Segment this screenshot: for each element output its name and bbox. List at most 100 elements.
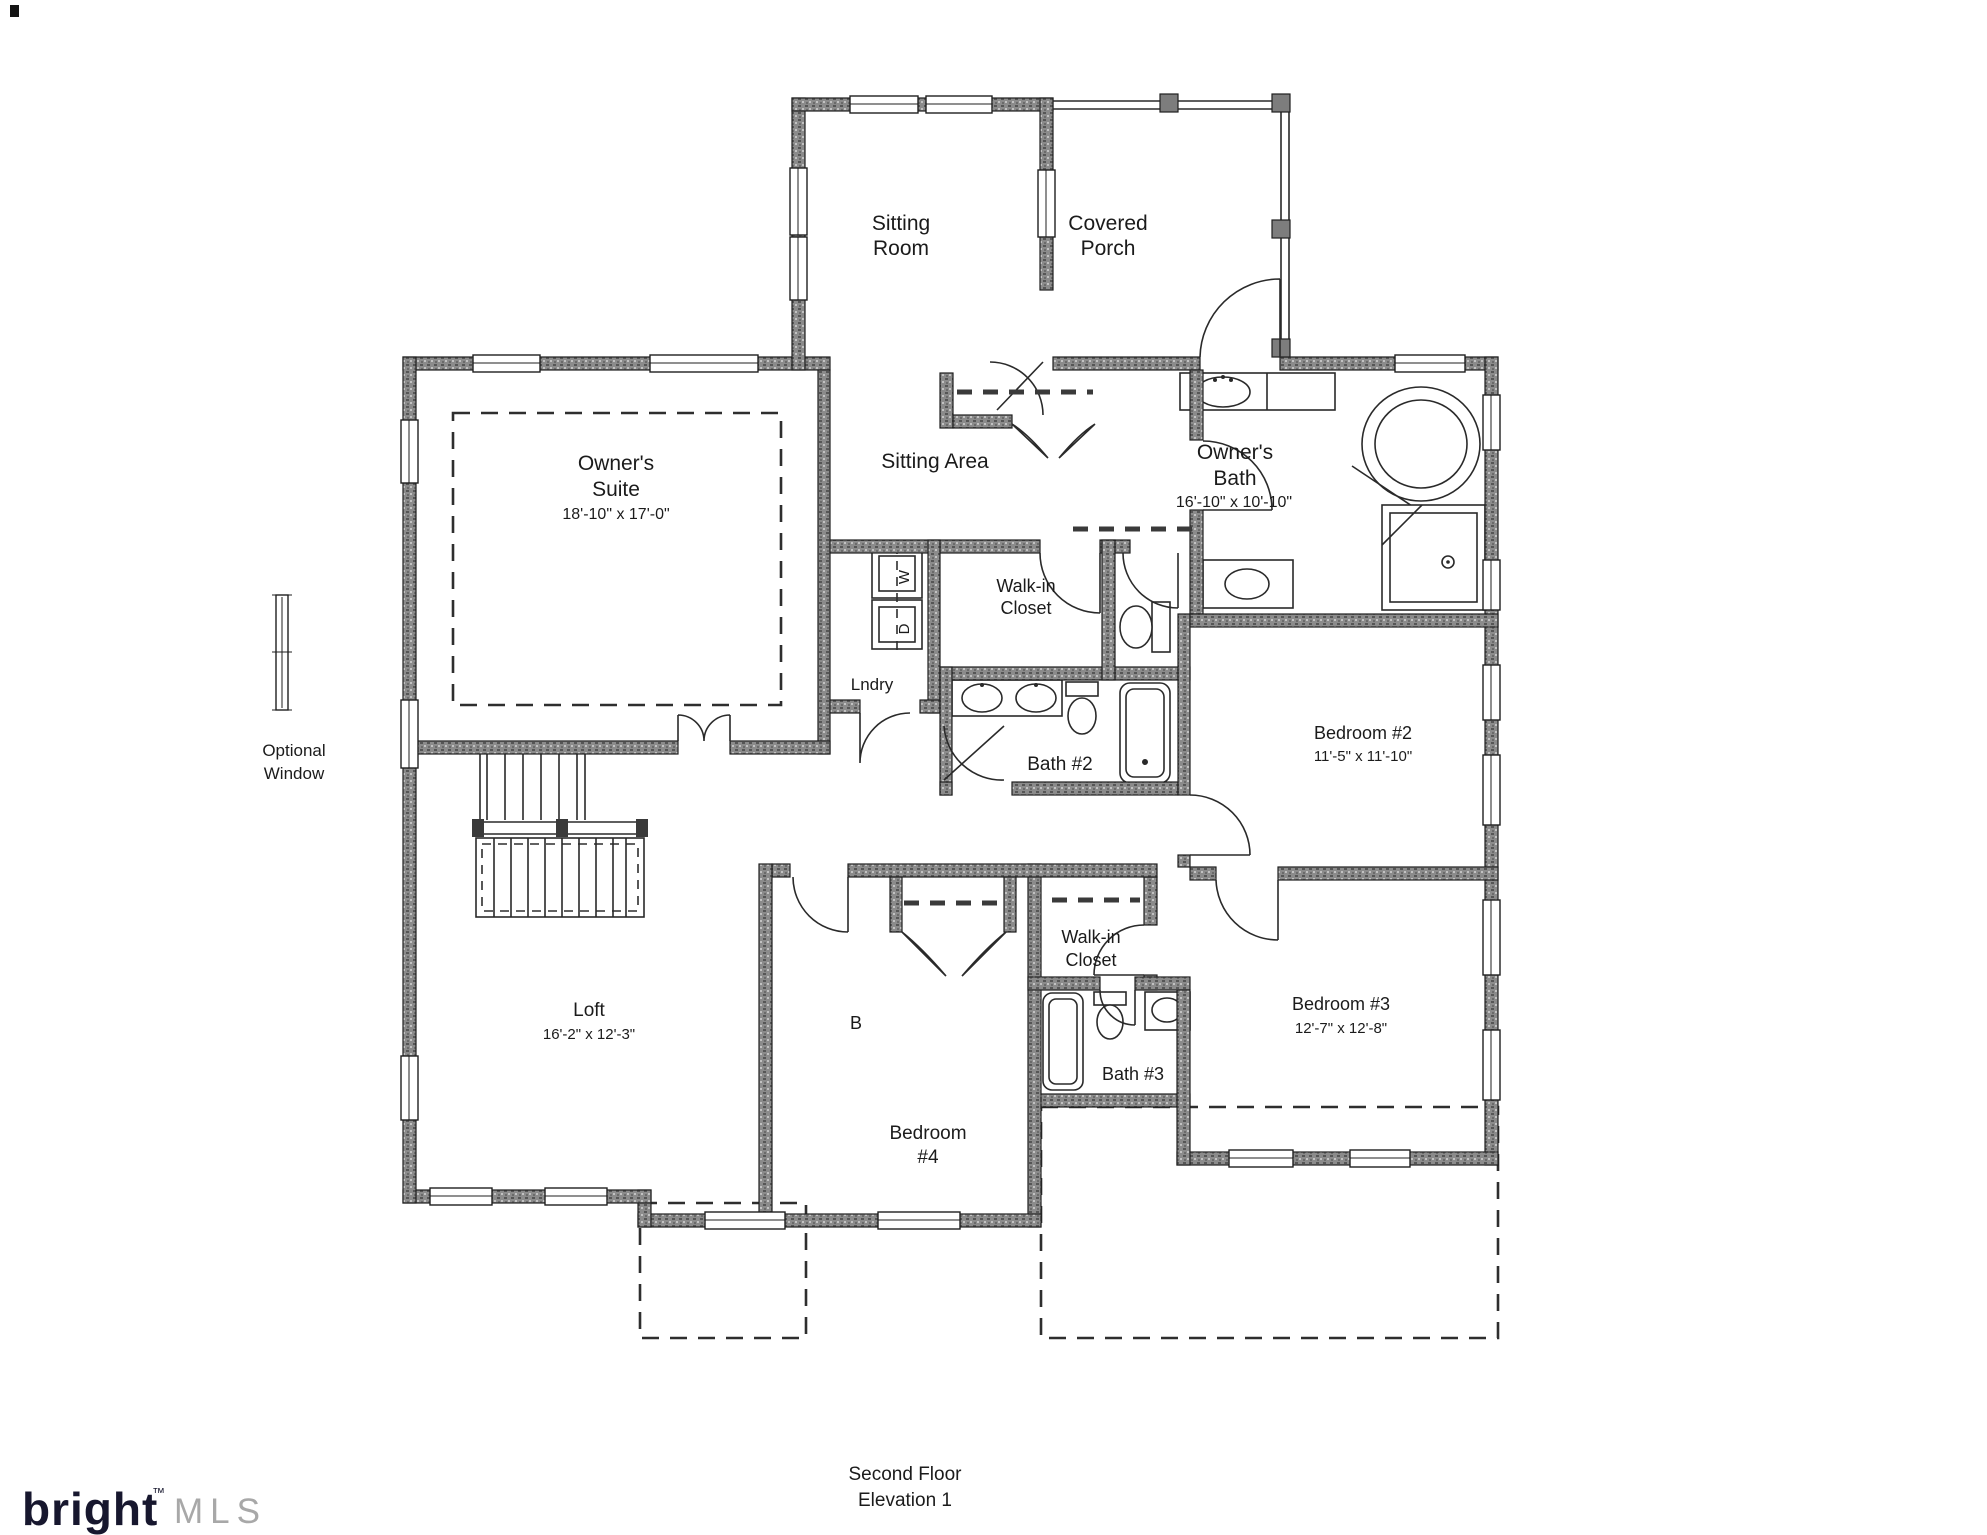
room-dims-bedroom-3: 12'-7" x 12'-8"	[1295, 1020, 1387, 1037]
room-dims-bedroom-2: 11'-5" x 11'-10"	[1314, 748, 1412, 765]
footer-subtitle: Elevation 1	[858, 1490, 952, 1511]
window	[400, 1055, 419, 1121]
door-arc	[989, 361, 1044, 416]
porch-railing	[1053, 93, 1291, 358]
window	[1482, 754, 1501, 826]
door-arc	[792, 876, 849, 933]
owners-bath-vanity	[1179, 372, 1336, 411]
garden-tub	[1351, 386, 1481, 515]
window	[400, 699, 419, 769]
logo-suffix-text: MLS	[174, 1492, 267, 1531]
door-arc	[1215, 879, 1279, 941]
porch-post	[1271, 338, 1291, 358]
room-label-bedroom-3: Bedroom #3	[1292, 994, 1390, 1014]
window	[1482, 559, 1501, 611]
door-arc	[1199, 278, 1281, 358]
door-arc	[1202, 440, 1273, 511]
room-label-owners-suite: Owner's	[578, 452, 654, 475]
room-label-loft: Loft	[573, 1000, 605, 1021]
washer-label: W	[896, 569, 913, 584]
door-arc	[1189, 794, 1251, 856]
optional-window-symbol	[272, 594, 292, 711]
window	[1482, 899, 1501, 976]
room-label-walk-in-closet-1: Walk-in	[996, 576, 1055, 596]
room-label-covered-porch: Covered	[1068, 212, 1147, 235]
owners-bath-vanity-2	[1202, 559, 1294, 609]
room-label-bedroom-2: Bedroom #2	[1314, 723, 1412, 743]
annotation-optional-window: Optional	[262, 741, 325, 760]
door-arc	[677, 714, 731, 742]
window	[704, 1211, 786, 1230]
room-label-owners-bath: Owner's	[1197, 441, 1273, 464]
walls	[402, 97, 1499, 1228]
room-label-bedroom-4: Bedroom	[889, 1123, 966, 1144]
logo-tm-mark: ™	[152, 1485, 165, 1500]
window	[789, 236, 808, 301]
room-label-bath-3: Bath #3	[1102, 1064, 1164, 1084]
window	[544, 1187, 608, 1206]
annotation-b: B	[850, 1013, 862, 1033]
shower	[1381, 504, 1486, 611]
room-label-walk-in-closet-2: Walk-in	[1061, 927, 1120, 947]
door-arc	[901, 931, 1007, 977]
porch-post	[1159, 93, 1179, 113]
bath2-vanity	[951, 679, 1063, 717]
room-label-covered-porch: Porch	[1081, 237, 1136, 260]
doors	[677, 278, 1281, 1026]
bathtub-bath3	[1042, 992, 1084, 1091]
room-label-sitting-area: Sitting Area	[881, 450, 989, 473]
toilet-bath2	[1065, 681, 1099, 735]
window	[1228, 1149, 1294, 1168]
room-label-bedroom-4: #4	[917, 1147, 939, 1168]
room-label-owners-suite: Suite	[592, 478, 640, 501]
tray-ceiling-dashed	[451, 411, 783, 707]
room-label-bath-2: Bath #2	[1027, 754, 1093, 775]
bright-mls-logo: bright ™ MLS	[22, 1483, 267, 1535]
window	[1037, 169, 1056, 238]
window	[429, 1187, 493, 1206]
closet-shelves-dashed	[904, 389, 1195, 906]
door-arc	[859, 712, 911, 764]
room-label-owners-bath: Bath	[1213, 467, 1256, 490]
room-dims-loft: 16'-2" x 12'-3"	[543, 1026, 635, 1043]
window	[1482, 394, 1501, 451]
porch-post	[1271, 93, 1291, 113]
door-arc	[1099, 989, 1136, 1026]
logo-brand-text: bright	[22, 1483, 158, 1535]
door-arc	[943, 725, 1005, 781]
dryer-label: D	[896, 623, 913, 634]
door-arc	[1093, 924, 1145, 976]
window	[789, 167, 808, 236]
window	[849, 95, 919, 114]
door-arc	[1122, 552, 1179, 609]
window	[1394, 354, 1466, 373]
room-dims-owners-suite: 18'-10" x 17'-0"	[562, 506, 669, 523]
porch-post	[1271, 219, 1291, 239]
window	[400, 419, 419, 484]
bathtub-bath2	[1119, 682, 1171, 784]
room-label-laundry: Lndry	[851, 675, 894, 694]
window	[1482, 664, 1501, 721]
scan-artifact	[10, 5, 19, 17]
footer-title: Second Floor	[848, 1464, 962, 1485]
staircase	[472, 754, 648, 918]
door-arc	[1011, 423, 1096, 459]
room-label-sitting-room: Sitting	[872, 212, 930, 235]
room-label-walk-in-closet-2: Closet	[1065, 950, 1116, 970]
window	[472, 354, 541, 373]
room-label-walk-in-closet-1: Closet	[1000, 598, 1051, 618]
windows	[400, 95, 1501, 1230]
door-arc	[1039, 552, 1101, 614]
stair-railing	[472, 819, 648, 837]
window	[1482, 1029, 1501, 1101]
annotation-optional-window: Window	[264, 764, 325, 783]
toilet-owners	[1119, 601, 1171, 653]
laundry-washer-dryer	[871, 545, 923, 655]
window	[877, 1211, 961, 1230]
window	[649, 354, 759, 373]
window	[925, 95, 993, 114]
room-label-sitting-room: Room	[873, 237, 929, 260]
window	[1349, 1149, 1411, 1168]
